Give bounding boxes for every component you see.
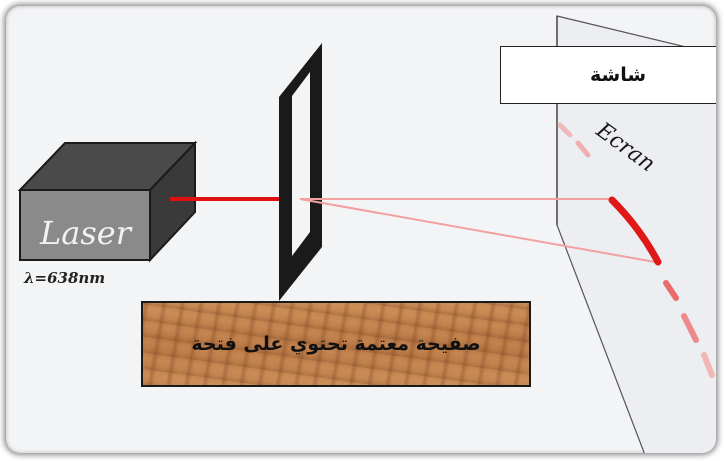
- wavelength-label: λ=638nm: [24, 269, 106, 287]
- laser-box: [17, 140, 198, 263]
- diffraction-pattern: [557, 122, 715, 378]
- plate-label: صفيحة معتمة تحتوي على فتحة: [191, 333, 481, 355]
- slit-plate: [279, 43, 322, 301]
- laser-label: Laser: [40, 214, 131, 252]
- screen-label: شاشة: [589, 64, 647, 86]
- screen-label-box: شاشة: [500, 46, 716, 104]
- diagram-scene: [17, 15, 716, 453]
- diffracted-beam-lower: [299, 198, 656, 263]
- plate-label-box: صفيحة معتمة تحتوي على فتحة: [141, 301, 531, 387]
- diagram-frame: شاشة Laser λ=638nm Ecran صفيحة معتمة تحت…: [6, 6, 716, 453]
